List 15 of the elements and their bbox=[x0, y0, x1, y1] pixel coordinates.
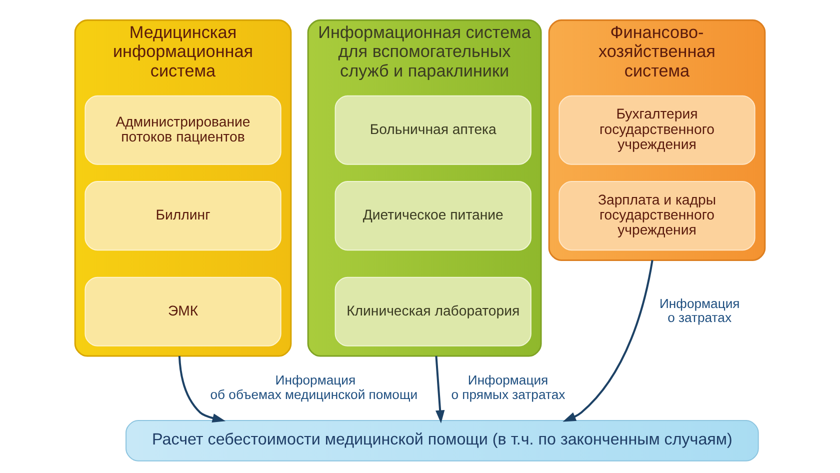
arrow bbox=[178, 356, 226, 423]
node-box: Расчет себестоимости медицинской помощи (в т.ч. по законченным случаям) bbox=[126, 420, 759, 462]
node-box: Биллинг bbox=[84, 181, 282, 251]
edge-label: Информация о затратах bbox=[660, 296, 740, 326]
node-box: Диетическое питание bbox=[334, 181, 532, 251]
edge-label: Информация о прямых затратах bbox=[451, 372, 566, 402]
node-box: Больничная аптека bbox=[334, 95, 532, 165]
node-box: Клиническая лаборатория bbox=[334, 276, 532, 346]
arrow bbox=[435, 356, 445, 424]
arrow bbox=[562, 260, 654, 422]
node-box: ЭМК bbox=[84, 276, 282, 346]
edge-label: Информация об объемах медицинской помощи bbox=[210, 372, 418, 402]
node-box: Бухгалтерия государственного учреждения bbox=[558, 95, 756, 165]
node-box: Зарплата и кадры государственного учреждения bbox=[558, 181, 756, 251]
node-box: Администрирование потоков пациентов bbox=[84, 95, 282, 165]
